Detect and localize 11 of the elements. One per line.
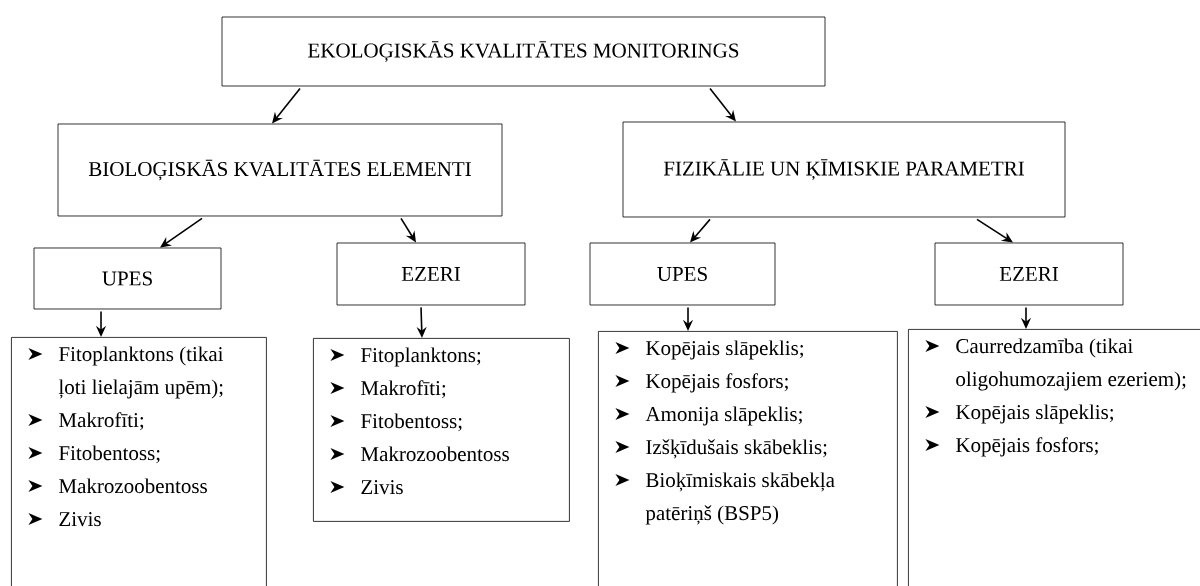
sub-box: EZERI [934,242,1124,306]
sub-box: UPES [589,242,776,306]
list-box: Caurredzamība (tikai oligohumozajiem ezeriem); Kopējais slāpeklis; Kopējais fosfors; [908,329,1200,586]
list-box: Fitoplanktons (tikai ļoti lielajām upēm); Makrofīti; Fitobentoss; Makrozoobentoss Zivis [11,337,267,586]
list-box: Kopējais slāpeklis; Kopējais fosfors; Amonija slāpeklis; Izšķīdušais skābeklis; Bioķīmiskais skābekļa patēriņš (BSP5) [598,331,898,586]
sub-box: EZERI [336,242,526,306]
list-box: Fitoplanktons; Makrofīti; Fitobentoss; Makrozoobentoss Zivis [313,338,570,522]
title-box: EKOLOĢISKĀS KVALITĀTES MONITORINGS [221,16,826,87]
category-box: FIZIKĀLIE UN ĶĪMISKIE PARAMETRI [622,121,1066,218]
sub-box: UPES [33,247,222,310]
category-box: BIOLOĢISKĀS KVALITĀTES ELEMENTI [57,123,503,217]
